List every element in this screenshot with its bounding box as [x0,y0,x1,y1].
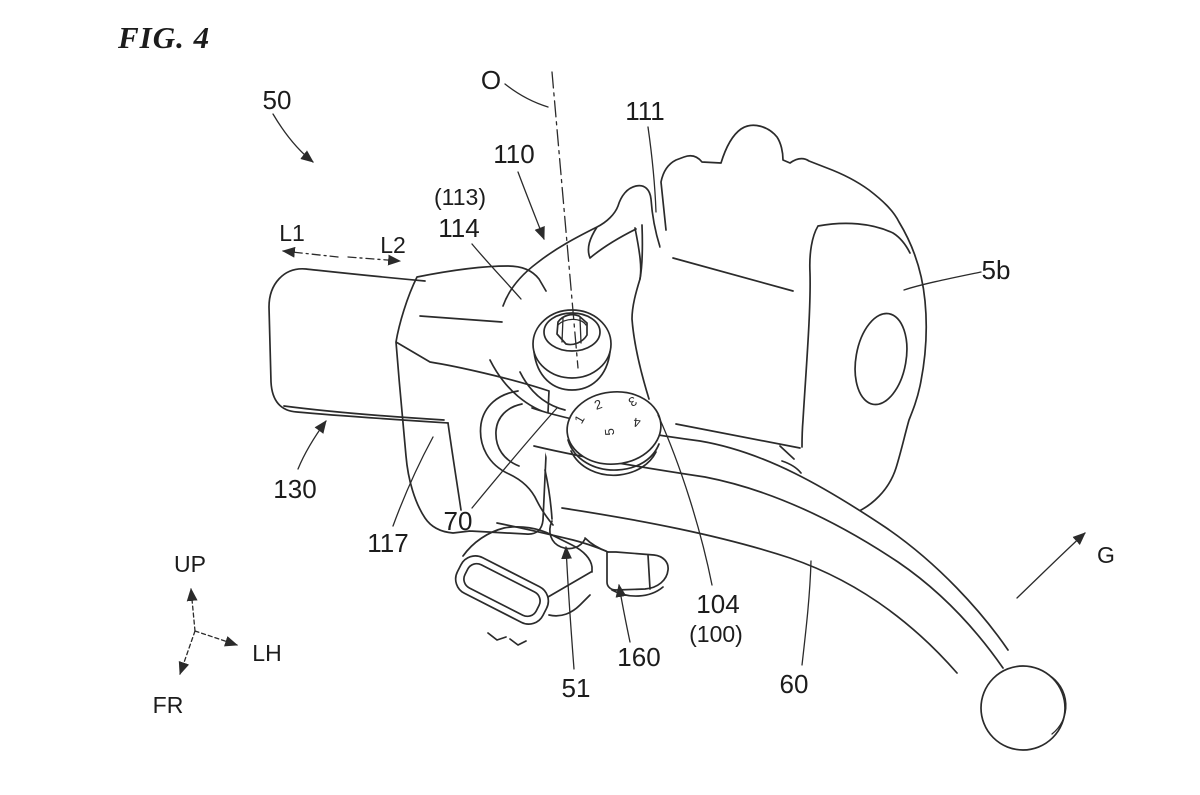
axis-label-lh: LH [252,640,281,666]
connector-body [462,525,593,646]
ref-label-110: 110 [493,139,534,169]
leader-arrows [272,113,631,670]
lh-axis-arrow [194,630,239,647]
ref-label-100: (100) [689,621,743,647]
housing-outline [660,124,928,515]
ball-highlight [1048,674,1067,735]
ref-label-5b: 5b [982,255,1011,285]
lever-fill [532,408,1073,759]
leader-130 [297,420,327,470]
hex-bolt-head [556,313,588,346]
orientation-triad [178,587,239,676]
ref-label-70: 70 [444,506,473,536]
leader-110 [517,171,545,241]
dial-side-ridges [567,439,660,477]
ref-label-l1: L1 [279,220,305,246]
leader-160 [615,583,631,643]
ref-label-o: O [481,65,501,95]
ref-label-130: 130 [273,474,316,504]
adjuster-dial: 1 2 5 4 3 [566,391,662,477]
bracket-outline [489,184,661,416]
figure-title: FIG. 4 [117,20,210,55]
connector-outer-rim [454,555,550,625]
ref-label-113: (113) [434,184,486,210]
dial-number-2: 2 [592,396,604,413]
connector [454,525,593,646]
ref-label-60: 60 [780,669,809,699]
ref-label-50: 50 [263,85,292,115]
axis-label-fr: FR [153,692,184,718]
up-axis-arrow [186,587,198,632]
handlebar [268,268,449,424]
pivot-axis-line [551,71,579,369]
switch-bracket-160 [606,551,669,597]
lever-bracket [489,184,661,416]
ref-label-114: 114 [438,213,479,243]
housing-detail-lines [639,222,911,474]
ref-label-104: 104 [696,589,739,619]
ref-label-117: 117 [367,528,408,558]
clamp-outline [395,265,550,535]
ref-label-l2: L2 [380,232,406,258]
leader-51 [561,545,575,670]
hook-outline [479,390,554,526]
l2-arrow [347,254,402,266]
ref-label-51: 51 [562,673,591,703]
dial-face [566,391,662,465]
lever-bottom-edge [561,507,958,674]
switch-housing [639,124,928,515]
connector-inner-rim [463,562,541,618]
hex-bolt-facets [557,317,587,344]
fr-axis-arrow [178,630,196,676]
clamp-holder [395,265,550,535]
housing-oval-hole [854,312,908,406]
bracket160-outline [606,551,669,597]
l1-arrow [281,246,339,258]
boss-base [533,351,611,391]
ref-label-160: 160 [617,642,660,672]
dial-number-5: 5 [602,428,618,437]
leader-50 [272,113,314,163]
g-direction-arrow [1016,532,1086,599]
direction-arrows [281,246,1086,599]
reference-labels: FIG. 4 50 O 110 111 (113) 114 L1 L2 5b 1… [117,20,1115,718]
dial-number-4: 4 [633,415,642,431]
leader-lines [392,83,982,666]
ref-label-111: 111 [625,96,665,126]
axis-label-up: UP [174,551,206,577]
housing-fill [660,125,927,515]
handlebar-outline [268,268,449,424]
pivot-bolt-assembly [532,309,612,391]
ref-label-g: G [1097,542,1115,568]
lever-ball-end [980,665,1066,751]
